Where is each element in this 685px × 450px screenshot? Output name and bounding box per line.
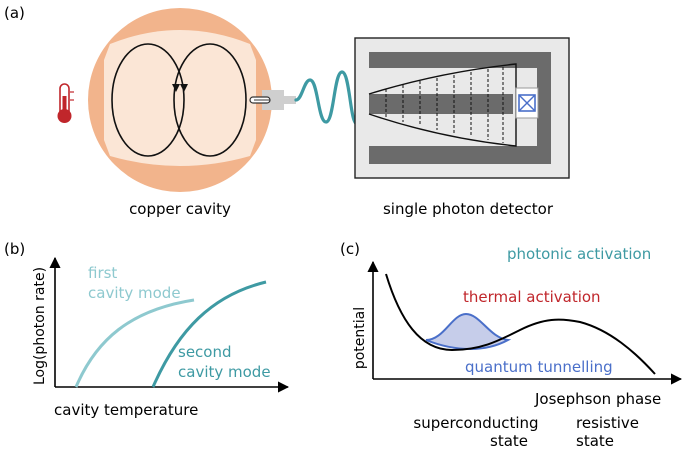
thermometer-icon	[57, 83, 74, 123]
second-mode-label-1: second	[178, 343, 232, 361]
panel-a-tag: (a)	[4, 4, 25, 22]
resistive-state-label-1: resistive	[576, 414, 639, 432]
second-mode-label-2: cavity mode	[178, 363, 271, 381]
detector-label: single photon detector	[383, 200, 554, 218]
resistive-state-label-2: state	[576, 432, 614, 450]
copper-cavity	[88, 8, 272, 192]
panel-b-xlabel: cavity temperature	[54, 401, 198, 419]
first-mode-label-1: first	[88, 264, 117, 282]
panel-c-ylabel: potential	[352, 307, 368, 369]
second-cavity-mode-curve	[151, 280, 267, 388]
first-mode-label-2: cavity mode	[88, 284, 181, 302]
superconducting-state-label-2: state	[490, 432, 528, 450]
first-cavity-mode-curve	[74, 298, 195, 388]
panel-b-ylabel: Log(photon rate)	[32, 267, 48, 385]
photonic-activation-label: photonic activation	[507, 245, 651, 263]
single-photon-detector	[354, 37, 570, 179]
panel-b-axes	[49, 256, 290, 393]
quantum-tunnelling-label: quantum tunnelling	[465, 358, 613, 376]
potential-curve	[385, 273, 656, 375]
panel-b-tag: (b)	[4, 240, 25, 258]
quantum-state-bump	[425, 312, 512, 350]
superconducting-state-label-1: superconducting	[413, 414, 538, 432]
panel-c-xlabel: Josephson phase	[534, 390, 661, 408]
coupling-antenna	[249, 90, 296, 110]
josephson-junction-icon	[518, 94, 536, 112]
thermal-activation-label: thermal activation	[463, 288, 601, 306]
cavity-label: copper cavity	[129, 200, 231, 218]
panel-c-tag: (c)	[340, 240, 360, 258]
panel-c-axes	[367, 260, 683, 385]
